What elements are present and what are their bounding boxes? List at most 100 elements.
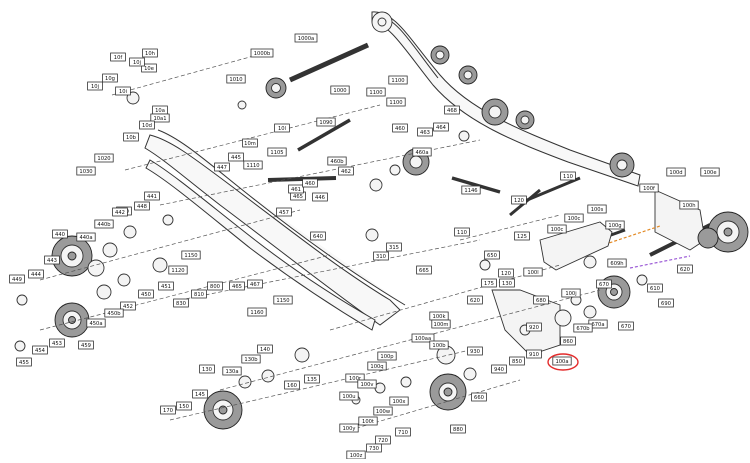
callout-box — [129, 57, 145, 67]
callout-box — [377, 351, 397, 361]
callout-box — [78, 340, 94, 350]
callout-box — [241, 354, 261, 364]
part-callout: 450a — [86, 318, 106, 328]
part-callout: 720 — [375, 435, 391, 445]
part-callout: 850 — [509, 356, 525, 366]
callout-text: 130 — [502, 281, 512, 287]
callout-box — [288, 184, 304, 194]
callout-text: 100c — [551, 227, 564, 233]
part-callout: 140 — [257, 344, 273, 354]
callout-text: 680 — [536, 298, 546, 304]
callout-text: 10j — [91, 84, 99, 90]
callout-text: 120 — [514, 198, 524, 204]
callout-box — [228, 152, 244, 162]
callout-text: 1120 — [171, 268, 184, 274]
highlight-circle — [547, 353, 579, 371]
callout-box — [560, 336, 576, 346]
part-callout: 100f — [639, 183, 659, 193]
callout-box — [123, 132, 139, 142]
callout-text: 100c — [568, 216, 581, 222]
callout-text: 100q — [370, 364, 383, 370]
callout-box — [310, 231, 326, 241]
callout-box — [526, 322, 542, 332]
part-callout: 125 — [514, 231, 530, 241]
callout-text: 145 — [195, 392, 205, 398]
callout-box — [9, 274, 25, 284]
callout-text: 468 — [447, 108, 457, 114]
callout-text: 1000b — [254, 51, 271, 57]
callout-box — [176, 401, 192, 411]
callout-box — [412, 147, 432, 157]
callout-box — [386, 97, 406, 107]
part-callout: 1100 — [366, 87, 386, 97]
callout-box — [284, 380, 300, 390]
callout-text: 10g — [105, 76, 115, 82]
callout-box — [433, 122, 449, 132]
callout-text: 445 — [231, 155, 241, 161]
callout-box — [330, 85, 350, 95]
callout-text: 150 — [179, 404, 189, 410]
callout-box — [94, 219, 114, 229]
callout-box — [44, 255, 60, 265]
part-callout: 100a — [552, 356, 572, 366]
callout-text: 100t — [362, 419, 374, 425]
callout-box — [431, 319, 451, 329]
callout-text: 100m — [434, 322, 449, 328]
callout-text: 447 — [217, 165, 227, 171]
callout-text: 100y — [343, 426, 356, 432]
part-callout: 730 — [366, 443, 382, 453]
part-callout: 690 — [658, 298, 674, 308]
part-callout: 930 — [467, 346, 483, 356]
part-callout: 10d — [139, 120, 155, 130]
callout-box — [386, 242, 402, 252]
callout-text: 100d — [669, 170, 682, 176]
part-callout: 670b — [573, 323, 593, 333]
callout-box — [411, 333, 435, 343]
callout-text: 10d — [142, 123, 152, 129]
part-callout: 1105 — [267, 147, 287, 157]
callout-box — [104, 308, 124, 318]
callout-text: 100a — [555, 359, 568, 365]
callout-box — [533, 295, 549, 305]
callout-text: 100f — [643, 186, 655, 192]
callout-box — [373, 251, 389, 261]
callout-box — [144, 191, 160, 201]
callout-text: 140 — [260, 347, 270, 353]
callout-box — [226, 74, 246, 84]
part-callout: 150 — [176, 401, 192, 411]
part-callout: 810 — [191, 289, 207, 299]
callout-text: 457 — [279, 210, 289, 216]
callout-text: 440a — [79, 235, 92, 241]
part-callout: 110 — [454, 227, 470, 237]
callout-text: 850 — [512, 359, 522, 365]
callout-box — [526, 349, 542, 359]
part-callout: 130a — [222, 366, 242, 376]
part-callout: 910 — [526, 349, 542, 359]
part-callout: 175 — [481, 278, 497, 288]
part-callout: 830 — [173, 298, 189, 308]
part-callout: 460b — [327, 156, 347, 166]
callout-box — [467, 295, 483, 305]
callout-text: 460b — [330, 159, 344, 165]
callout-box — [32, 345, 48, 355]
callout-text: 670 — [599, 282, 609, 288]
callout-text: 175 — [484, 281, 494, 287]
part-callout: 620 — [467, 295, 483, 305]
slide-rail-assembly — [144, 129, 406, 331]
callout-box — [467, 346, 483, 356]
callout-box — [573, 323, 593, 333]
callout-box — [141, 63, 157, 73]
part-callout: 442 — [112, 207, 128, 217]
part-callout: 10a1 — [150, 113, 170, 123]
callout-box — [561, 288, 581, 298]
part-callout: 920 — [526, 322, 542, 332]
callout-text: 690 — [661, 301, 671, 307]
part-callout: 441 — [144, 191, 160, 201]
part-callout: 449 — [9, 274, 25, 284]
part-callout: 100e — [700, 167, 720, 177]
callout-text: 450a — [89, 321, 102, 327]
callout-text: 710 — [398, 430, 408, 436]
part-callout: 459 — [78, 340, 94, 350]
callout-text: 135 — [307, 377, 317, 383]
assembly-lines — [39, 51, 601, 431]
